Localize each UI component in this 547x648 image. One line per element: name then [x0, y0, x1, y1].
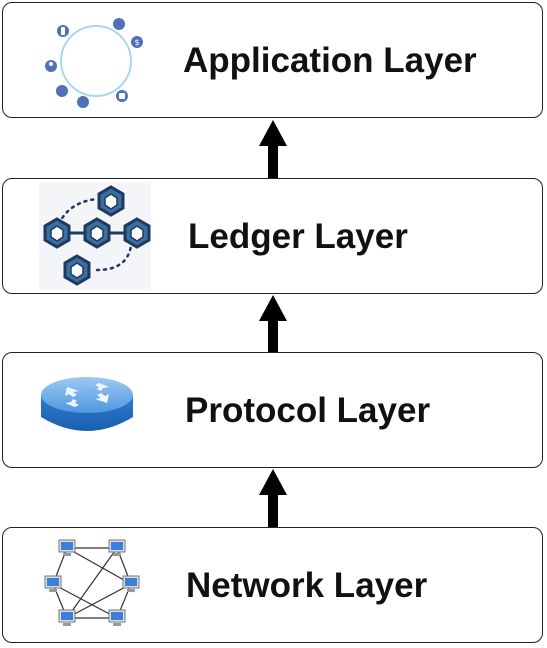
layer-box-ledger: Ledger Layer — [2, 178, 543, 294]
computer-icon — [122, 575, 140, 592]
layer-label-protocol: Protocol Layer — [185, 391, 431, 430]
layer-label-ledger: Ledger Layer — [188, 217, 408, 256]
computer-icon — [108, 539, 126, 556]
arrow-up-icon — [259, 120, 287, 178]
ledger-blocks-icon — [39, 182, 151, 290]
svg-text:$: $ — [134, 38, 139, 47]
arrow-up-icon — [259, 469, 287, 527]
layer-label-application: Application Layer — [183, 41, 477, 80]
computer-icon — [58, 539, 76, 556]
computer-icon — [44, 575, 62, 592]
app-node-dollar-icon — [131, 36, 143, 48]
computer-icon — [108, 609, 126, 626]
app-node-person-icon — [56, 85, 68, 97]
network-topology-icon — [44, 539, 140, 626]
application-icon: $ — [45, 18, 143, 108]
app-node-plane-icon — [113, 18, 125, 30]
block-cube — [97, 185, 125, 217]
layer-label-network: Network Layer — [186, 566, 428, 605]
application-ring — [60, 25, 132, 97]
layer-box-application: $ Application Layer — [2, 2, 543, 118]
layer-box-network: Network Layer — [2, 527, 543, 643]
arrow-up-icon — [259, 295, 287, 353]
layer-box-protocol: Protocol Layer — [2, 352, 543, 468]
computer-icon — [58, 609, 76, 626]
app-node-exchange-icon — [77, 96, 89, 108]
router-icon — [41, 377, 133, 431]
